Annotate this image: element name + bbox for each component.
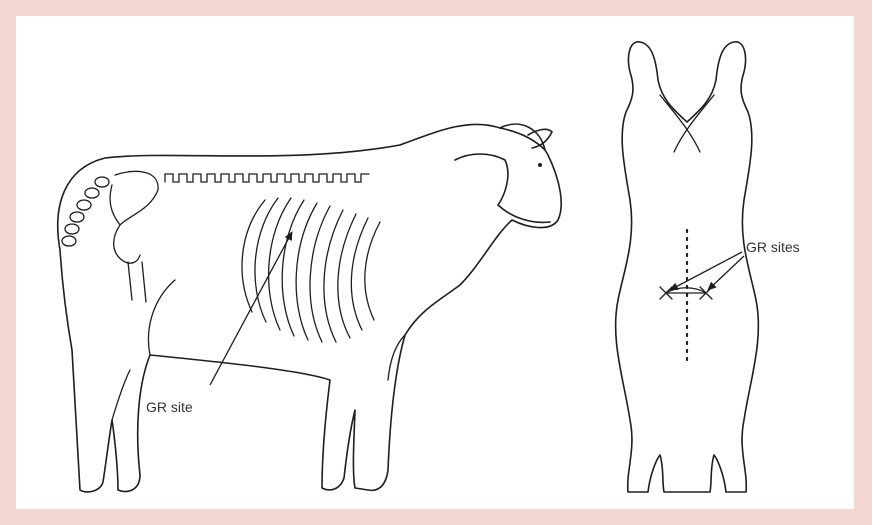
sheep-eye	[538, 163, 542, 167]
carcass-outline	[616, 42, 759, 492]
sheep-pelvis	[110, 171, 158, 302]
gr-site-leader-line	[210, 232, 292, 385]
gr-sites-arrow-left	[670, 252, 742, 290]
gr-site-markers	[660, 287, 712, 299]
gr-sites-label: GR sites	[746, 239, 800, 255]
sheep-ribs	[242, 198, 380, 342]
sheep-spine	[165, 174, 369, 182]
carcass-drawing: GR sites	[616, 42, 800, 492]
sheep-outline	[58, 124, 561, 492]
gr-site-label: GR site	[146, 399, 193, 415]
sheep-drawing: GR site	[58, 124, 561, 492]
sheep-head	[455, 124, 550, 222]
sheep-tail-vertebrae	[62, 177, 109, 246]
